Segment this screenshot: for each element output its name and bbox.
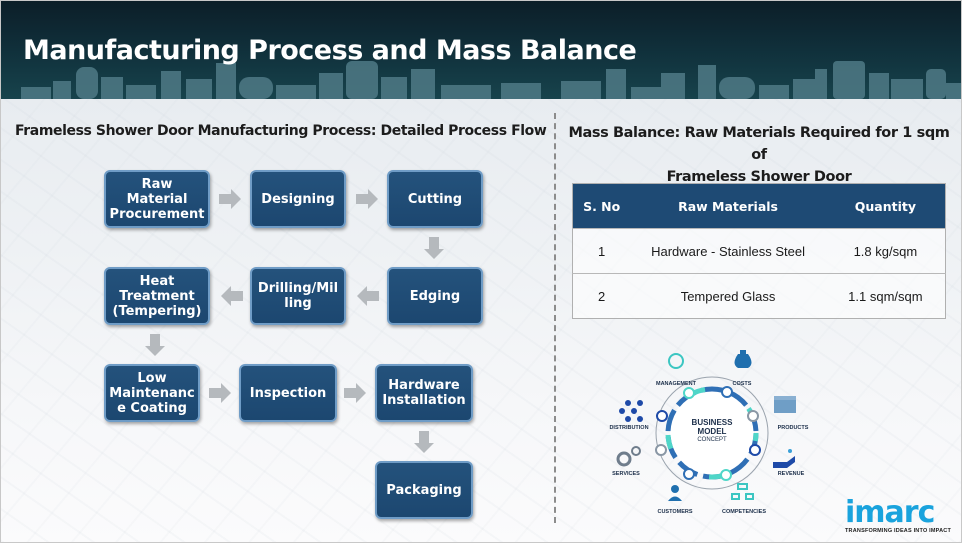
step-packaging: Packaging bbox=[375, 461, 473, 519]
cell-sno: 2 bbox=[572, 273, 631, 319]
section-divider bbox=[554, 113, 556, 523]
arrow-right-icon bbox=[219, 189, 241, 209]
table-header-row: S. No Raw Materials Quantity bbox=[572, 183, 946, 229]
page-title: Manufacturing Process and Mass Balance bbox=[23, 35, 637, 66]
business-model-graphic: MANAGEMENT COSTS DISTRIBUTION PRODUCTS S… bbox=[601, 341, 821, 516]
arrow-down-icon bbox=[145, 334, 165, 356]
process-flow-title: Frameless Shower Door Manufacturing Proc… bbox=[15, 123, 547, 139]
cell-quantity: 1.8 kg/sqm bbox=[825, 228, 946, 274]
label-costs: COSTS bbox=[732, 381, 752, 387]
arrow-right-icon bbox=[344, 383, 366, 403]
revenue-icon bbox=[773, 456, 795, 468]
competencies-icon bbox=[731, 483, 754, 500]
label-management: MANAGEMENT bbox=[655, 381, 697, 387]
step-edging: Edging bbox=[387, 267, 483, 325]
header-banner: Manufacturing Process and Mass Balance bbox=[1, 1, 961, 99]
services-icon bbox=[616, 451, 632, 467]
business-model-ring bbox=[616, 350, 796, 501]
cell-raw-material: Tempered Glass bbox=[630, 273, 826, 319]
arrow-left-icon bbox=[357, 286, 379, 306]
arrow-down-icon bbox=[424, 237, 444, 259]
table-row: 1 Hardware - Stainless Steel 1.8 kg/sqm bbox=[572, 228, 946, 274]
label-competencies: COMPETENCIES bbox=[721, 509, 766, 515]
logo-wordmark: imarc bbox=[845, 495, 935, 530]
label-customers: CUSTOMERS bbox=[657, 509, 693, 515]
step-cutting: Cutting bbox=[387, 170, 483, 228]
distribution-icon bbox=[619, 400, 643, 422]
label-revenue: REVENUE bbox=[777, 471, 805, 477]
logo-tagline: TRANSFORMING IDEAS INTO IMPACT bbox=[845, 528, 952, 534]
step-designing: Designing bbox=[250, 170, 346, 228]
arrow-right-icon bbox=[209, 383, 231, 403]
step-inspection: Inspection bbox=[239, 364, 337, 422]
table-row: 2 Tempered Glass 1.1 sqm/sqm bbox=[572, 273, 946, 319]
city-skyline-decoration bbox=[21, 61, 961, 99]
arrow-down-icon bbox=[414, 431, 434, 453]
business-model-center-label: BUSINESS MODEL CONCEPT bbox=[691, 418, 733, 443]
label-services: SERVICES bbox=[612, 471, 640, 477]
imarc-logo: imarc TRANSFORMING IDEAS INTO IMPACT bbox=[843, 491, 958, 539]
arrow-right-icon bbox=[356, 189, 378, 209]
column-header-sno: S. No bbox=[572, 183, 631, 229]
products-icon bbox=[774, 399, 796, 413]
column-header-raw-materials: Raw Materials bbox=[630, 183, 826, 229]
cell-raw-material: Hardware - Stainless Steel bbox=[630, 228, 826, 274]
label-distribution: DISTRIBUTION bbox=[609, 425, 649, 431]
column-header-quantity: Quantity bbox=[825, 183, 946, 229]
mass-balance-table: S. No Raw Materials Quantity 1 Hardware … bbox=[572, 183, 946, 319]
arrow-left-icon bbox=[221, 286, 243, 306]
cell-quantity: 1.1 sqm/sqm bbox=[825, 273, 946, 319]
customers-icon bbox=[671, 485, 679, 493]
management-icon bbox=[668, 353, 684, 369]
costs-icon bbox=[734, 354, 752, 368]
mass-balance-title: Mass Balance: Raw Materials Required for… bbox=[568, 125, 950, 185]
cell-sno: 1 bbox=[572, 228, 631, 274]
label-products: PRODUCTS bbox=[777, 425, 809, 431]
